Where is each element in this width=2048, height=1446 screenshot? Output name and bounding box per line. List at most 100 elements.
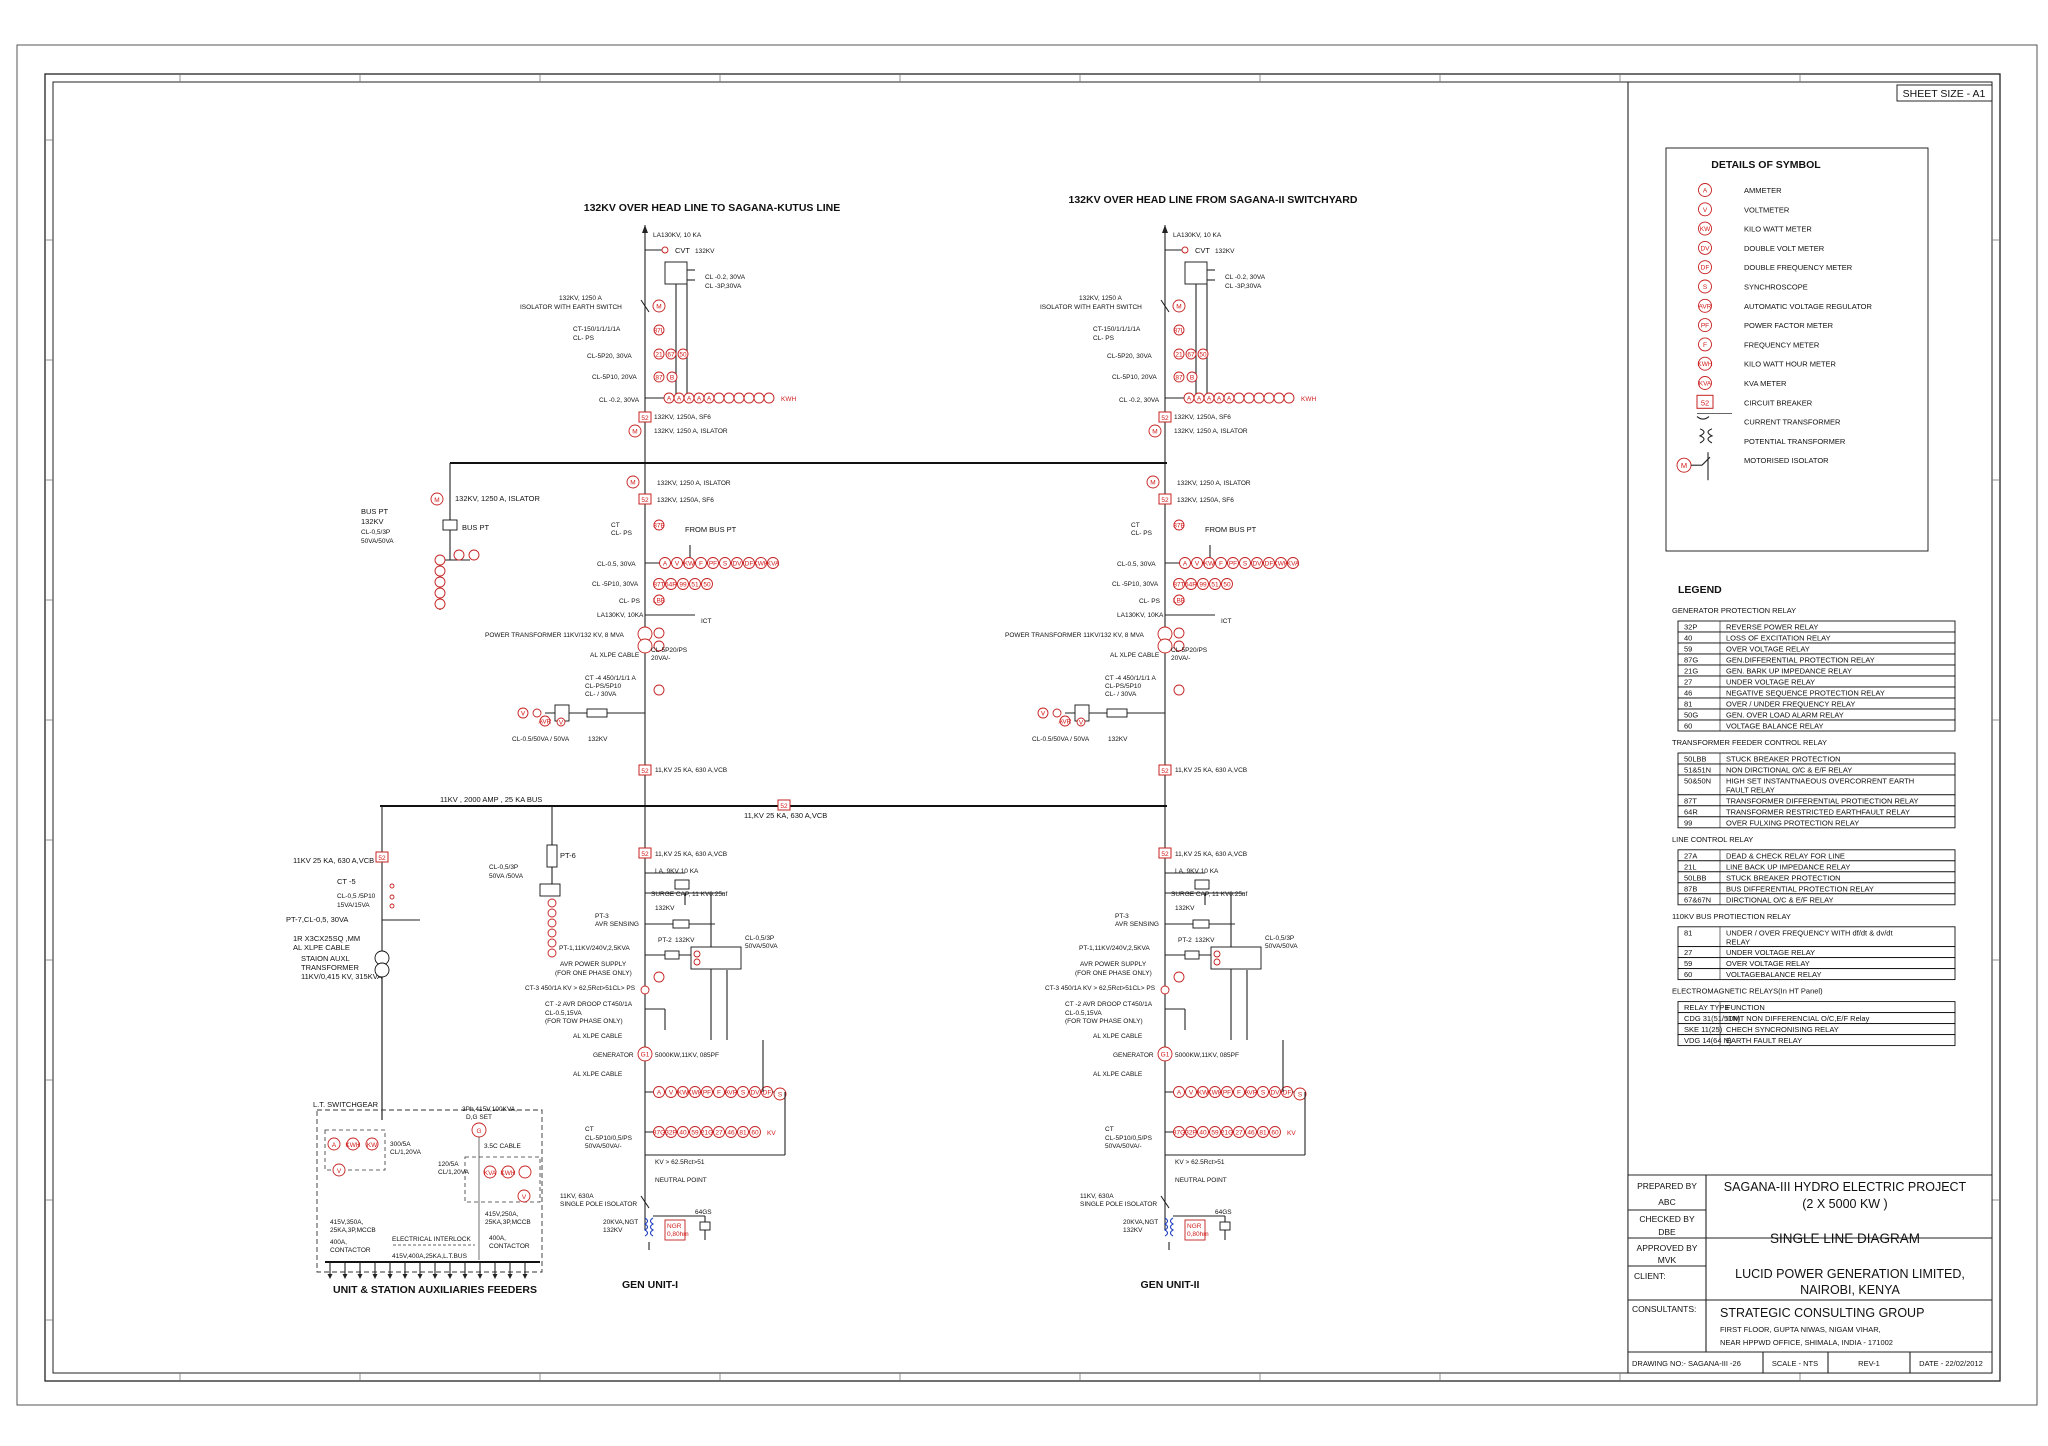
bay-la: LA130KV, 10KA (1117, 612, 1164, 619)
lt-switchgear-boundary (316, 1109, 543, 1273)
power-transformer-label: POWER TRANSFORMER 11KV/132 KV, 8 MVA (1005, 632, 1144, 639)
avr-sensing: AVR SENSING (1115, 921, 1159, 928)
relay-icon (1257, 1126, 1269, 1138)
ngt-ratio: 132KV (603, 1227, 623, 1234)
relay-function: HIGH SET INSTANTNAEOUS OVERCORRENT EARTH… (1726, 777, 1914, 795)
bay-cb: 132KV, 1250A, SF6 (1177, 497, 1234, 504)
symbol-meter-icon (1698, 376, 1712, 390)
symbol-code: 52 (1701, 398, 1709, 407)
svg-text:KVA: KVA (484, 1170, 497, 1177)
relay-icon (665, 348, 677, 360)
svg-text:59: 59 (1211, 1130, 1219, 1137)
svg-text:DF: DF (1283, 1090, 1292, 1097)
svg-text:KWH: KWH (781, 396, 796, 403)
relay-icon (1173, 324, 1185, 336)
meter-icon (683, 557, 695, 569)
relay-icon (653, 627, 665, 639)
meter-icon (1283, 392, 1295, 404)
svg-text:S: S (741, 1090, 746, 1097)
svg-text:KW: KW (367, 1142, 378, 1149)
lt-switchgear-label: L.T. SWITCHGEAR (313, 1100, 379, 1109)
feeder-arrow-icon (342, 1274, 348, 1279)
svg-text:50: 50 (1199, 352, 1207, 359)
relay-icon (677, 1126, 689, 1138)
meter-icon (719, 557, 731, 569)
ct-class-02: CL -0.2, 30VA (599, 397, 640, 404)
meter-icon (695, 557, 707, 569)
ct-class-ps: CL- PS (1093, 335, 1115, 342)
relay-code: 51&51N (1684, 766, 1711, 775)
symbol-title: DETAILS OF SYMBOL (1711, 159, 1821, 171)
pt-cl-label: CL-0.5/50VA / 50VA (512, 736, 570, 743)
relay-code: RELAY TYPE (1684, 1003, 1729, 1012)
svg-text:S: S (1243, 561, 1248, 568)
meter-icon (1179, 557, 1191, 569)
ct2-label: CT -2 AVR DROOP CT450/1A (545, 1001, 633, 1008)
ct4-ratio: CT -4 450/1/1/1 A (585, 675, 636, 682)
drawing-number: DRAWING NO:- SAGANA-III -26 (1632, 1359, 1741, 1368)
meter-icon (713, 1086, 725, 1098)
symbol-meter-icon (1698, 221, 1712, 236)
dot (1213, 958, 1221, 966)
svg-text:52: 52 (378, 855, 386, 862)
svg-text:A: A (707, 396, 712, 403)
symbol-meter-icon (1698, 202, 1712, 217)
feeder-arrow-icon (402, 1274, 408, 1279)
relay-function: OVER VOLTAGE RELAY (1726, 959, 1810, 968)
ct-5p10: CL-5P10, 20VA (1112, 374, 1157, 381)
feeder-arrow-icon (432, 1274, 438, 1279)
bay-circuit-breaker (638, 493, 652, 505)
cvt-class: CL -0.2, 30VA (1225, 274, 1266, 281)
relay-code: 21L (1684, 862, 1697, 871)
relay-icon (653, 1126, 665, 1138)
svg-text:A: A (657, 1090, 662, 1097)
relay-code: 87G (1684, 656, 1698, 665)
svg-text:52: 52 (641, 768, 649, 775)
ngt-label: 20KVA,NGT (1123, 1219, 1158, 1226)
svg-text:KW: KW (1204, 561, 1215, 568)
svg-text:A: A (1227, 396, 1232, 403)
symbol-label: POTENTIAL TRANSFORMER (1744, 437, 1846, 446)
ct-5p20: CL-5P20, 30VA (1107, 353, 1152, 360)
dot (1213, 950, 1221, 958)
svg-text:21G: 21G (1221, 1130, 1233, 1137)
relay-icon (1173, 371, 1185, 383)
gen-ct-class: CL-5P10/0,5/PS (1105, 1135, 1153, 1142)
relay-code: 60 (1684, 722, 1692, 731)
svg-text:50: 50 (703, 582, 711, 589)
meter-icon (763, 392, 775, 404)
relay-code: 59 (1684, 645, 1692, 654)
relay-code: 67&67N (1684, 895, 1711, 904)
svg-text:DV: DV (1252, 561, 1262, 568)
svg-text:KW: KW (1198, 1090, 1209, 1097)
station-aux-3: 11KV/0,415 KV, 315KVA (301, 972, 382, 981)
relay-function: UNDER VOLTAGE RELAY (1726, 948, 1815, 957)
spi-label: SINGLE POLE ISOLATOR (1080, 1201, 1157, 1208)
svg-text:60: 60 (751, 1130, 759, 1137)
svg-text:A: A (1217, 396, 1222, 403)
legend-row (1677, 816, 1956, 829)
dot (693, 950, 701, 958)
svg-text:KWH: KWH (753, 561, 768, 568)
legend-row (1677, 1034, 1956, 1047)
relay-icon (677, 348, 689, 360)
meter-icon (1275, 557, 1287, 569)
svg-text:F: F (717, 1090, 721, 1097)
symbol-code: F (1703, 342, 1707, 349)
checked-by: DBE (1658, 1227, 1676, 1237)
relay-code: 60 (1684, 970, 1692, 979)
svg-text:M: M (1150, 480, 1155, 487)
relay-function: IDMT NON DIFFERENCIAL O/C,E/F Relay (1726, 1014, 1870, 1023)
pt2-va: 50VA/50VA (745, 943, 778, 950)
svg-text:V: V (675, 561, 680, 568)
symbol-code: DV (1700, 245, 1710, 252)
svg-text:64R: 64R (665, 582, 677, 589)
client-label: CLIENT: (1634, 1271, 1666, 1281)
ct-ratio: CT-150/1/1/1/1A (573, 326, 621, 333)
line-isolator-type: ISOLATOR WITH EARTH SWITCH (520, 304, 622, 311)
ngr-value: 0,80hm (1187, 1231, 1209, 1238)
feeder-arrow-icon (417, 1274, 423, 1279)
svg-text:M: M (1152, 429, 1157, 436)
